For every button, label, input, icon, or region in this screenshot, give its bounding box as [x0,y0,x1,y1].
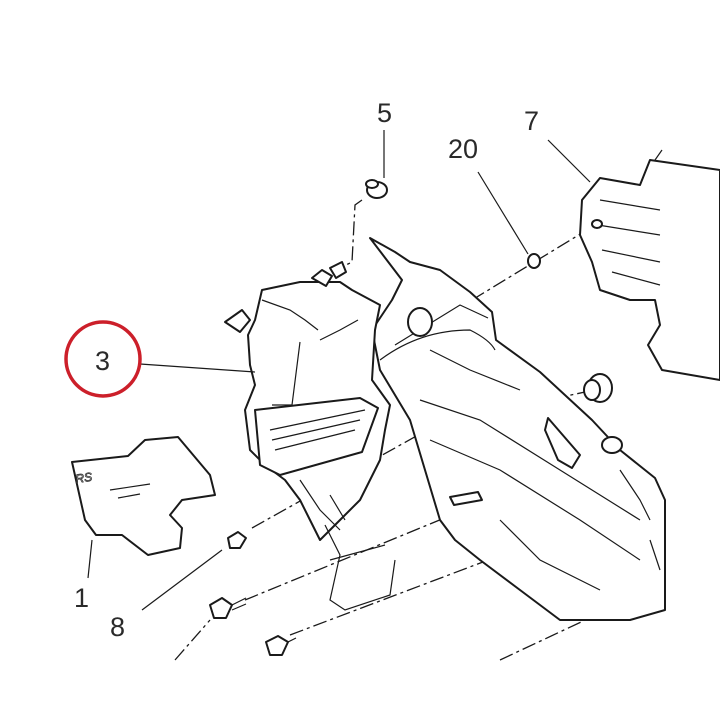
leader-8 [141,549,223,611]
mudguard-body [369,237,666,621]
axis-lower-right [499,584,661,661]
part-7-bracket [579,149,720,381]
callout-labels: 1 3 5 7 8 20 [74,98,539,642]
callout-1: 1 [74,583,89,613]
axis-bottom-left [174,619,211,661]
part-20-washer [527,253,541,269]
part-1-badge-plate: RS [71,436,216,556]
callout-8: 8 [110,612,125,642]
axis-part-5 [339,199,363,269]
part-3-cover [224,261,396,611]
leader-3 [139,363,256,373]
leader-lines [87,130,591,611]
callout-3: 3 [95,346,110,376]
callout-7: 7 [524,106,539,136]
leader-20 [477,171,529,255]
callout-5: 5 [377,98,392,128]
part-5-nut [365,179,388,199]
leader-7 [547,139,591,183]
badge-emboss-text: RS [74,470,92,486]
callout-20: 20 [448,134,478,164]
part-8-screws [209,531,297,656]
callout-3-highlight-ring [64,320,142,398]
leader-1 [87,539,93,579]
grommet [583,373,613,403]
